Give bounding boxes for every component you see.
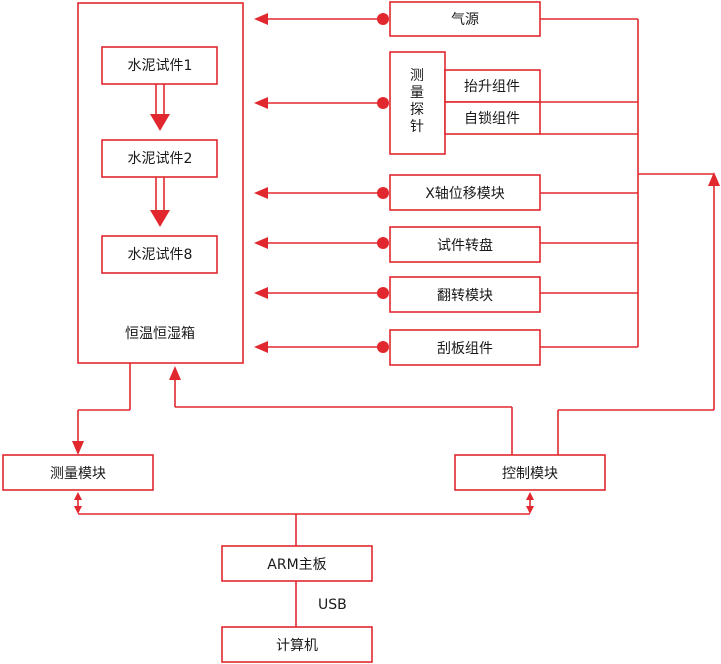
computer-box [221, 626, 373, 663]
sample-label-1: 水泥试件1 [128, 58, 193, 74]
control-module-box [454, 454, 606, 491]
connector-turntable [254, 237, 389, 249]
computer-label: 计算机 [276, 638, 318, 654]
scraper-label: 刮板组件 [437, 341, 493, 357]
chamber-label: 恒温恒湿箱 [125, 326, 195, 342]
usb-label: USB [318, 597, 347, 613]
sample-box-2 [101, 139, 218, 178]
scraper-box [389, 329, 541, 366]
x-axis-label: X轴位移模块 [425, 186, 505, 202]
turntable-label: 试件转盘 [437, 237, 493, 254]
lock-label: 自锁组件 [464, 111, 520, 127]
flip-label: 翻转模块 [437, 288, 493, 304]
air-source-box [389, 1, 541, 37]
sample-box-8 [101, 235, 218, 274]
connector-x-axis [254, 187, 389, 199]
lift-box [444, 69, 541, 103]
chamber-to-measure-connector [72, 363, 131, 455]
lock-box [444, 101, 541, 135]
sample-flow-arrow-2 [150, 177, 170, 227]
probe-box [389, 51, 446, 155]
connector-scraper [254, 341, 389, 353]
flip-box [389, 276, 541, 313]
measure-module-box [2, 454, 154, 491]
sample-label-8: 水泥试件8 [128, 247, 193, 263]
sample-box-1 [101, 46, 218, 85]
measure-module-label: 测量模块 [50, 466, 106, 482]
x-axis-box [389, 174, 541, 211]
arm-board-label: ARM主板 [267, 557, 326, 573]
lift-label: 抬升组件 [464, 79, 520, 95]
connector-air-source [254, 13, 389, 25]
air-source-label: 气源 [451, 12, 479, 28]
control-bus [540, 18, 720, 455]
control-to-chamber-connector [169, 366, 513, 455]
connector-probe [254, 97, 389, 109]
sample-flow-arrow-1 [150, 84, 170, 131]
turntable-box [389, 226, 541, 263]
probe-label: 测量探针 [410, 68, 424, 135]
control-module-label: 控制模块 [502, 466, 558, 482]
connector-flip [254, 287, 389, 299]
board-bus [74, 492, 534, 546]
arm-board-box [221, 545, 373, 582]
sample-label-2: 水泥试件2 [128, 151, 193, 167]
